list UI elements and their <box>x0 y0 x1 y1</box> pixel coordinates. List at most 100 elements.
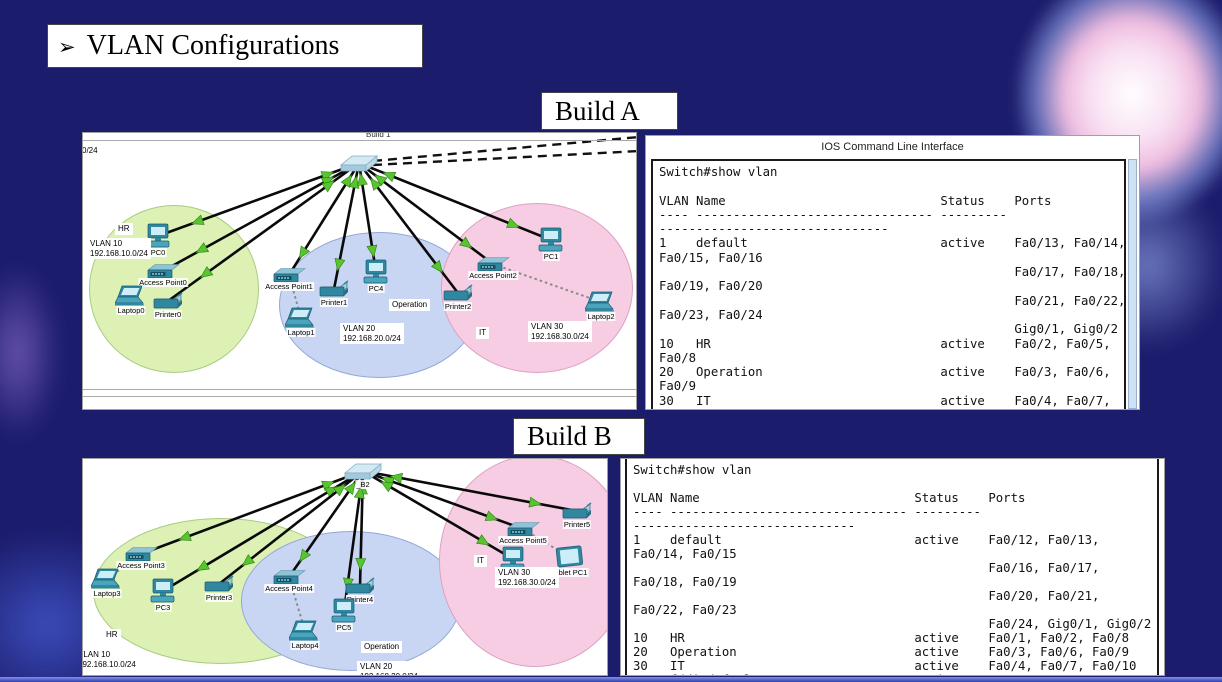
printer-icon <box>562 502 592 519</box>
device-access-point0[interactable] <box>146 263 180 279</box>
device-label: PC1 <box>542 252 560 261</box>
port-status-arrow <box>321 180 335 193</box>
device-label: Access Point1 <box>264 282 314 291</box>
device-label: Laptop2 <box>586 312 616 321</box>
cli-window-title: IOS Command Line Interface <box>821 141 964 153</box>
device-laptop4[interactable] <box>288 620 321 642</box>
build-a-cli-window: IOS Command Line Interface Switch#show v… <box>645 135 1140 410</box>
device-label: Access Point2 <box>468 271 518 280</box>
device-pc0[interactable] <box>143 223 173 249</box>
device-printer5[interactable] <box>561 501 593 521</box>
canvas-edge-line <box>83 140 636 141</box>
zone-label-it: IT <box>476 327 490 339</box>
arrowhead-bullet-icon: ➢ <box>58 34 76 59</box>
device-access-point2[interactable] <box>476 256 510 272</box>
cli-output-build-b: Switch#show vlan VLAN Name Status Ports … <box>633 463 1152 675</box>
device-switch-b[interactable] <box>343 461 383 481</box>
device-label: Access Point4 <box>264 584 314 593</box>
port-status-arrow <box>324 486 338 498</box>
port-status-arrow <box>332 484 347 497</box>
device-laptop3[interactable] <box>90 568 123 590</box>
device-access-point1[interactable] <box>272 267 306 283</box>
device-label: _B2 <box>355 480 371 489</box>
device-laptop0[interactable] <box>114 285 147 307</box>
printer-icon <box>153 292 183 309</box>
device-switch-a[interactable] <box>339 153 379 173</box>
device-label: Printer5 <box>562 520 592 529</box>
device-label: Printer2 <box>443 302 473 311</box>
access-point-icon <box>477 257 510 272</box>
device-label: PC5 <box>335 623 353 632</box>
trunk-link <box>372 149 636 167</box>
zone-label-operation: Operation <box>361 641 403 653</box>
zone-label-operation: Operation <box>389 299 431 311</box>
switch-icon <box>339 155 379 172</box>
device-label: Laptop0 <box>116 306 146 315</box>
pc-icon <box>538 227 563 252</box>
device-pc3[interactable] <box>148 578 178 604</box>
printer-icon <box>345 577 375 594</box>
printer-icon <box>443 284 473 301</box>
vlan10-label: VLAN 10 192.168.10.0/24 <box>83 649 139 670</box>
access-point-icon <box>273 268 306 283</box>
device-access-point5[interactable] <box>506 521 540 537</box>
laptop-icon <box>288 620 318 641</box>
cli-terminal-build-b[interactable]: Switch#show vlan VLAN Name Status Ports … <box>625 459 1159 675</box>
cli-scrollbar[interactable] <box>1128 159 1137 409</box>
port-status-arrow <box>348 175 360 189</box>
device-pc5[interactable] <box>329 598 359 624</box>
laptop-icon <box>584 291 614 312</box>
laptop-icon <box>284 307 314 328</box>
device-pc4[interactable] <box>361 259 391 285</box>
zone-label-it: IT <box>474 555 488 567</box>
tablet-icon <box>555 545 584 568</box>
device-printer2[interactable] <box>442 283 474 303</box>
cli-terminal-build-a[interactable]: Switch#show vlan VLAN Name Status Ports … <box>651 159 1126 409</box>
port-status-arrow <box>320 176 335 188</box>
build-b-heading: Build B <box>513 418 645 455</box>
device-label: Tablet PC1 <box>549 568 589 577</box>
port-status-arrow <box>321 480 335 492</box>
device-label: Laptop1 <box>286 328 316 337</box>
device-label: Printer0 <box>153 310 183 319</box>
switch-icon <box>343 463 383 480</box>
laptop-icon <box>90 568 120 589</box>
pc-icon <box>150 578 175 603</box>
port-status-arrow <box>357 172 368 187</box>
device-label: PC0 <box>149 248 167 257</box>
port-status-arrow <box>374 174 388 187</box>
build-a-heading: Build A <box>541 92 678 130</box>
device-label: Laptop3 <box>92 589 122 598</box>
canvas-edge-line <box>83 396 636 397</box>
vlan10-label: VLAN 10 192.168.10.0/24 <box>87 238 151 259</box>
device-printer0[interactable] <box>152 291 184 311</box>
device-access-point3[interactable] <box>124 546 158 562</box>
device-tablet-pc1[interactable] <box>554 545 584 569</box>
printer-icon <box>204 575 234 592</box>
build-b-cli-window: Switch#show vlan VLAN Name Status Ports … <box>620 458 1165 676</box>
device-label: Printer1 <box>319 298 349 307</box>
zone-label-hr: HR <box>103 629 121 641</box>
device-access-point4[interactable] <box>272 569 306 585</box>
printer-icon <box>319 280 349 297</box>
canvas-edge-line <box>83 389 636 390</box>
port-status-arrow <box>320 171 335 182</box>
port-status-arrow <box>382 172 397 183</box>
device-laptop2[interactable] <box>584 291 617 313</box>
device-pc1[interactable] <box>536 227 566 253</box>
device-printer1[interactable] <box>318 279 350 299</box>
device-laptop1[interactable] <box>284 307 317 329</box>
device-printer3[interactable] <box>203 574 235 594</box>
device-printer4[interactable] <box>344 576 376 596</box>
pc-icon <box>363 259 388 284</box>
slide-title: VLAN Configurations <box>86 30 340 61</box>
device-label: Printer3 <box>204 593 234 602</box>
vlan20-label: VLAN 20 192.168.20.0/24 <box>357 661 421 675</box>
port-status-arrow <box>389 472 403 484</box>
partial-subnet-label: 0/24 <box>83 145 101 157</box>
port-status-arrow <box>340 174 352 188</box>
access-point-icon <box>125 547 158 562</box>
device-label: Access Point3 <box>116 561 166 570</box>
